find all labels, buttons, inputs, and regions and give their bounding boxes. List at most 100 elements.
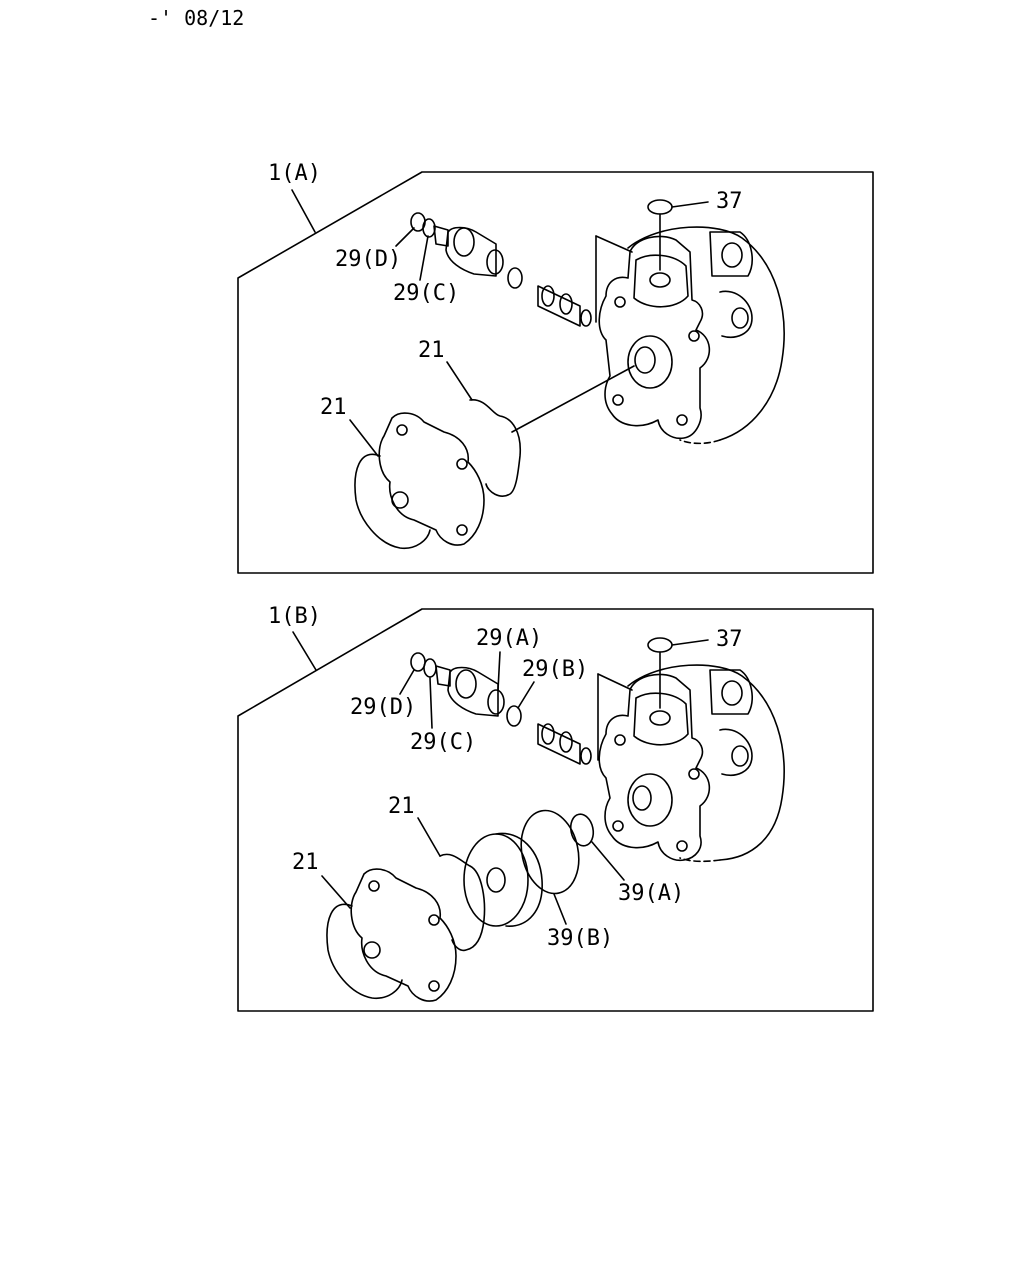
- panel-1b-title: 1(B): [268, 604, 321, 629]
- bolt-hole-2-b: [688, 768, 700, 780]
- cover-bolt-3: [456, 524, 468, 536]
- panel-1a-title: 1(A): [268, 161, 321, 186]
- callout-29a-1b: 29(A): [476, 626, 542, 651]
- housing-flange-b: [598, 673, 711, 862]
- oring-39b-1b: [520, 809, 580, 895]
- valve-nut-b: [455, 669, 477, 699]
- end-cover-1a: [354, 365, 635, 550]
- callout-37-1a: 37: [716, 189, 743, 214]
- bolt-hole-3-b: [676, 840, 688, 852]
- leader-21-upper-1b: [417, 817, 441, 857]
- side-tab-hole-b: [721, 680, 743, 706]
- side-tab-hole: [721, 242, 743, 268]
- valve-body-b: [447, 666, 499, 717]
- panel-1b: 1(B): [237, 604, 874, 1012]
- shaft-end-b: [632, 785, 652, 811]
- spool-land-1-b: [541, 723, 555, 745]
- leader-29a-1b: [497, 651, 501, 691]
- cover-bolt-1: [396, 424, 408, 436]
- leader-39a-1b: [591, 841, 625, 881]
- callout-29b-1b: 29(B): [522, 657, 588, 682]
- callout-21-lower-1a: 21: [320, 395, 347, 420]
- assembly-axis-1a: [511, 365, 635, 433]
- side-port-hole: [731, 307, 749, 329]
- callout-39b-1b: 39(B): [547, 926, 613, 951]
- callout-21-upper-1a: 21: [418, 338, 445, 363]
- callout-29d-1b: 29(D): [350, 695, 416, 720]
- cover-bolt-3-b: [428, 980, 440, 992]
- date-code: -' 08/12: [148, 6, 244, 30]
- spool-end-b: [580, 747, 592, 765]
- housing-flange: [598, 235, 711, 440]
- oring-29b-1b: [506, 705, 522, 727]
- valve-spool-1a: [410, 212, 633, 327]
- leader-29d-1b: [399, 669, 415, 695]
- cover-bolt-2-b: [428, 914, 440, 926]
- oring-29c-1a: [422, 218, 436, 238]
- pressure-plate-face: [463, 833, 529, 927]
- spool-land-2-b: [559, 731, 573, 753]
- panel-1a-title-leader: [291, 189, 316, 233]
- callout-29c-1b: 29(C): [410, 730, 476, 755]
- leader-37-1b: [671, 639, 709, 646]
- cover-bore-b: [363, 941, 381, 959]
- spool-end: [580, 309, 592, 327]
- valve-tip: [433, 225, 449, 247]
- valve-tip-b: [435, 665, 451, 687]
- panel-1a-frame: [237, 171, 874, 574]
- oring-39a-1b: [569, 813, 595, 847]
- bolt-hole-1-b: [614, 734, 626, 746]
- side-port: [719, 290, 753, 338]
- pump-housing-1b: [598, 664, 785, 863]
- valve-neck: [486, 249, 504, 275]
- leader-37-1a: [671, 201, 709, 208]
- bolt-hole-3: [676, 414, 688, 426]
- cover-body-b: [350, 868, 457, 1002]
- pump-housing-1a: [598, 226, 785, 445]
- housing-outline-back-b: [627, 664, 785, 861]
- end-cover-1b: [326, 809, 595, 1002]
- side-port-hole-b: [731, 745, 749, 767]
- bolt-hole-4: [612, 394, 624, 406]
- spool: [537, 285, 581, 327]
- oring-29c-1b: [423, 658, 437, 678]
- cover-bolt-2: [456, 458, 468, 470]
- gasket-21-upper-1b: [439, 853, 486, 952]
- washer-37-1a: [647, 199, 673, 215]
- callout-37-1b: 37: [716, 627, 743, 652]
- pressure-plate-bore: [486, 867, 506, 893]
- side-tab: [709, 231, 753, 277]
- callout-21-upper-1b: 21: [388, 794, 415, 819]
- shaft-boss-b: [627, 773, 673, 827]
- gasket-21-upper-1a: [469, 399, 522, 497]
- leader-29c-1b: [429, 677, 433, 729]
- top-boss-b: [633, 692, 689, 746]
- oring-29d-1b: [410, 652, 426, 672]
- washer-37-1b: [647, 637, 673, 653]
- panel-1b-title-leader: [292, 631, 317, 671]
- top-port: [649, 272, 671, 288]
- bolt-hole-4-b: [612, 820, 624, 832]
- valve-insertion-leader-2-b: [597, 673, 633, 691]
- leader-21-lower-1a: [349, 419, 379, 457]
- cover-bolt-1-b: [368, 880, 380, 892]
- top-port-b: [649, 710, 671, 726]
- spool-b: [537, 723, 581, 765]
- callout-29c-1a: 29(C): [393, 281, 459, 306]
- leader-39b-1b: [553, 893, 567, 925]
- callout-39a-1b: 39(A): [618, 881, 684, 906]
- housing-hidden-edge: [679, 439, 721, 445]
- callout-29d-1a: 29(D): [335, 247, 401, 272]
- gasket-21-lower-1b: [326, 903, 403, 1000]
- bolt-hole-2: [688, 330, 700, 342]
- housing-hidden-edge-b: [679, 857, 721, 863]
- leader-29b-1b: [517, 681, 535, 709]
- valve-spool-1b: [410, 652, 633, 765]
- leader-29c-1a: [419, 235, 429, 281]
- panel-1a: 1(A): [237, 161, 874, 574]
- gasket-21-lower-1a: [354, 453, 431, 550]
- leader-21-upper-1a: [446, 361, 473, 401]
- side-tab-b: [709, 669, 753, 715]
